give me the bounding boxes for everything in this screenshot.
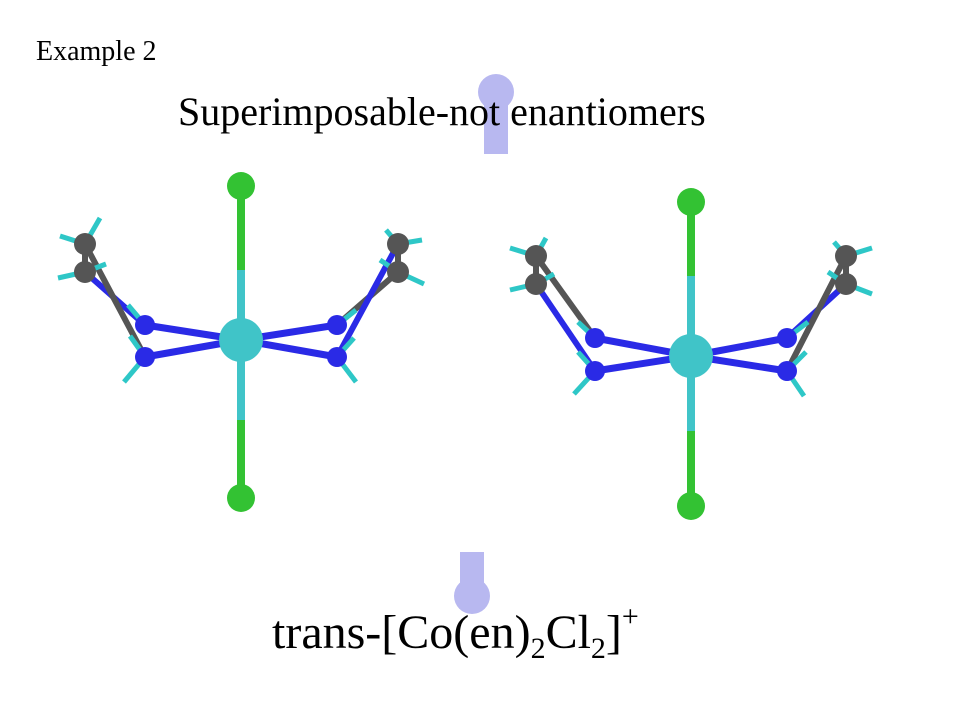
carbon-atom xyxy=(835,245,857,267)
chlorine-atom-top xyxy=(677,188,705,216)
chlorine-atom-bottom xyxy=(677,492,705,520)
molecule-left xyxy=(57,172,426,512)
carbon-atom xyxy=(387,233,409,255)
formula-prefix: trans-[Co(en) xyxy=(272,606,531,659)
nitrogen-atom xyxy=(327,315,347,335)
carbon-atom xyxy=(525,245,547,267)
formula-subscript: 2 xyxy=(590,632,606,665)
example-label: Example 2 xyxy=(36,36,157,67)
carbon-atom xyxy=(525,273,547,295)
formula-chlorine: Cl xyxy=(545,606,591,659)
nitrogen-atom xyxy=(135,315,155,335)
nitrogen-atom xyxy=(585,328,605,348)
nitrogen-atom xyxy=(585,361,605,381)
slide-title: Superimposable-not enantiomers xyxy=(178,89,706,134)
chlorine-atom-bottom xyxy=(227,484,255,512)
cobalt-atom xyxy=(669,334,713,378)
mirror-bottom-marker-icon xyxy=(454,552,490,614)
nitrogen-atom xyxy=(777,328,797,348)
carbon-atom xyxy=(74,233,96,255)
mirror-top-marker-icon xyxy=(478,74,514,154)
formula-charge: + xyxy=(621,600,639,633)
carbon-atom xyxy=(387,261,409,283)
chlorine-atom-top xyxy=(227,172,255,200)
formula-subscript: 2 xyxy=(530,632,546,665)
atoms-right xyxy=(525,188,857,520)
molecule-right xyxy=(509,188,873,520)
nitrogen-atom xyxy=(327,347,347,367)
nitrogen-atom xyxy=(135,347,155,367)
formula-bracket: ] xyxy=(605,606,622,659)
carbon-atom xyxy=(74,261,96,283)
complex-formula: trans-[Co(en)2Cl2]+ xyxy=(272,602,639,664)
carbon-atom xyxy=(835,273,857,295)
nitrogen-atom xyxy=(777,361,797,381)
cobalt-atom xyxy=(219,318,263,362)
atoms-left xyxy=(74,172,409,512)
